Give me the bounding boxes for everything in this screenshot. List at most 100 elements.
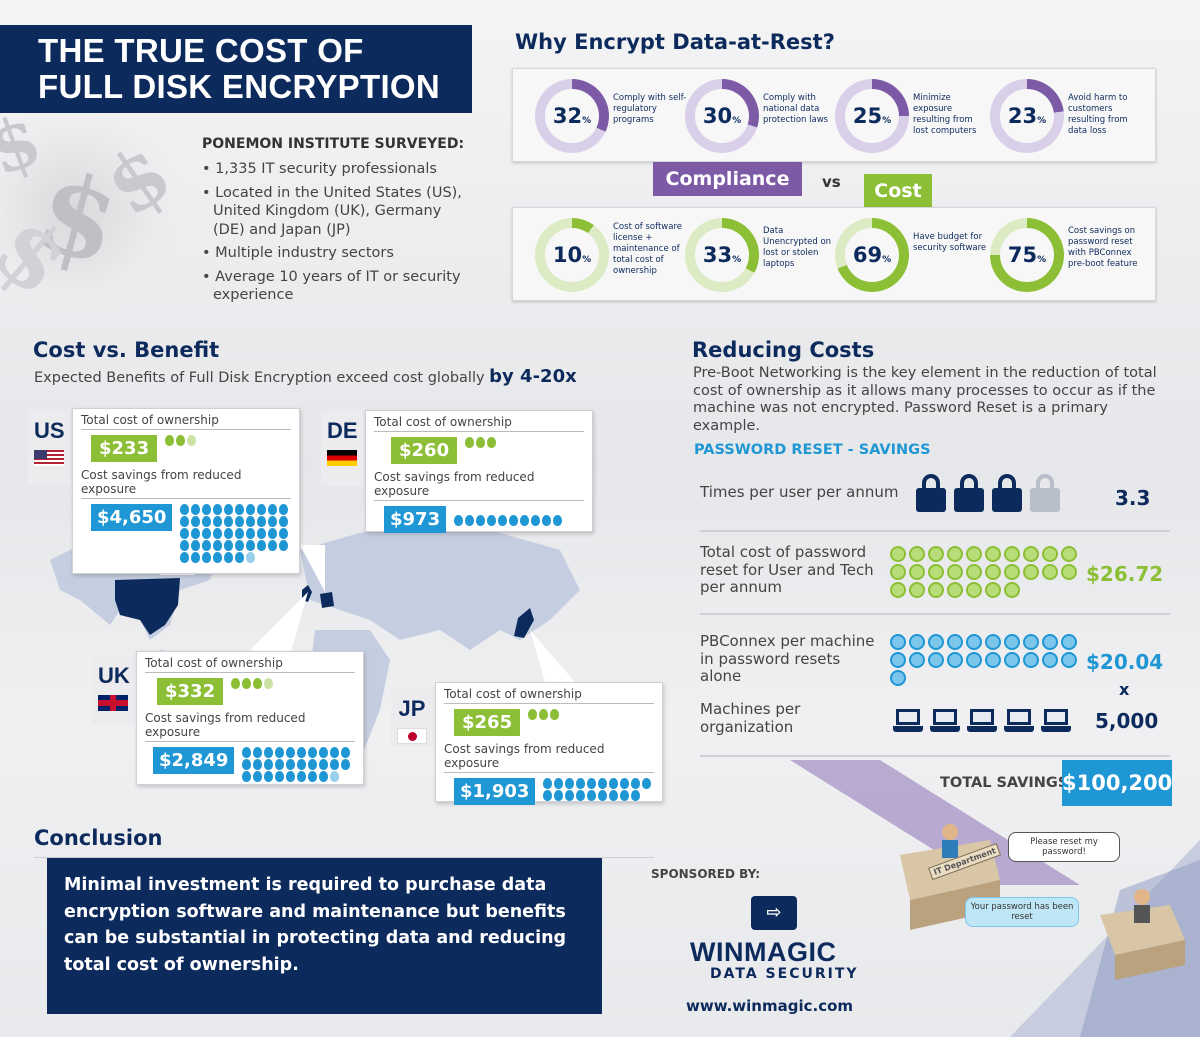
money-bag-icon [202,516,212,527]
coin-icon [947,652,963,668]
money-bag-icon [224,528,234,539]
stat-value: 33 [702,243,733,267]
tco-value: $332 [157,678,224,705]
money-bag-icon [213,552,223,563]
coin-icon [966,564,982,580]
money-bag-icon [235,504,245,515]
subtitle-text: Expected Benefits of Full Disk Encryptio… [34,370,485,386]
money-bag-icon [224,516,234,527]
money-bag-icon [576,790,586,801]
money-bag-icon [264,678,274,689]
money-bag-icon [235,528,245,539]
money-bag-icon [286,771,296,782]
coin-icon [947,582,963,598]
it-speech-bubble: Your password has been reset [965,897,1079,927]
money-bag-icon [620,778,630,789]
money-bag-icon [257,540,267,551]
sponsor-url[interactable]: www.winmagic.com [686,997,854,1015]
sponsor-label: SPONSORED BY: [651,867,761,881]
money-bag-icon [246,528,256,539]
money-bag-icon [487,437,497,448]
money-bag-icon [275,759,285,770]
coin-icon [890,546,906,562]
money-bag-icon [476,515,486,526]
survey-item: Located in the United States (US), Unite… [202,184,462,240]
callout-uk [250,592,308,655]
pbconnex-label: PBConnex per machine in password resets … [700,632,875,685]
lock-icon [954,474,984,512]
cost-vs-benefit-subtitle: Expected Benefits of Full Disk Encryptio… [34,366,577,387]
lock-icon [992,474,1022,512]
stat-label: Cost savings on password reset with PBCo… [1068,226,1138,269]
money-bag-icon [341,747,351,758]
money-bag-icon [576,778,586,789]
coin-icon [1004,634,1020,650]
map-europe-asia [300,530,580,650]
map-germany [320,592,334,608]
tco-label: Total cost of ownership [374,415,584,432]
title-line-2: FULL DISK ENCRYPTION [38,68,441,105]
pct-sign: % [582,116,592,126]
money-bag-icon [253,678,263,689]
user-speech-bubble: Please reset my password! [1008,832,1120,862]
times-label: Times per user per annum [700,483,899,501]
money-bag-icon [308,747,318,758]
coin-icon [890,670,906,686]
total-cost-label: Total cost of password reset for User an… [700,543,874,596]
lock-icon [916,474,946,512]
de-flag-icon [327,450,357,466]
laptop-icon [893,709,923,733]
tco-value: $233 [91,435,158,462]
lock-icons [916,474,1060,512]
stat-label: Have budget for security software [913,232,987,253]
coin-icon [947,546,963,562]
coin-icon [966,582,982,598]
cost-stats-panel: 10% Cost of software license + maintenan… [512,207,1156,301]
callout-jp [530,630,575,682]
machines-label: Machines per organization [700,700,801,736]
coin-icon [1023,564,1039,580]
divider [700,613,1170,615]
money-bag-icon [341,759,351,770]
stat-label: Avoid harm to customers resulting from d… [1068,93,1128,136]
savings-label: Cost savings from reduced exposure [374,470,584,501]
money-bag-icon [330,771,340,782]
coin-icons [890,634,1080,686]
stat-ring: 69% [835,218,909,292]
money-bag-icon [279,540,289,551]
money-bag-icon [543,778,553,789]
uk-flag-icon [98,695,128,711]
money-bag-icon [498,515,508,526]
money-bag-icon [264,759,274,770]
card-us: Total cost of ownership $233 Cost saving… [72,408,300,574]
conclusion-heading: Conclusion [34,826,163,850]
coin-icon [890,634,906,650]
money-bag-icon [191,552,201,563]
coin-icon [909,634,925,650]
money-bag-icon [631,790,641,801]
money-bag-icon [297,759,307,770]
coin-icon [985,564,1001,580]
pbconnex-value: $20.04 [1086,650,1164,674]
coin-icon [1061,634,1077,650]
money-bag-icon [520,515,530,526]
money-bag-icon [465,515,475,526]
money-bag-icon [202,552,212,563]
coin-icon [1042,634,1058,650]
callout-de [300,545,325,592]
money-bag-icon [191,516,201,527]
money-bag-icon [264,747,274,758]
stat-ring: 32% [535,79,609,153]
money-bag-icon [308,771,318,782]
coin-icon [928,652,944,668]
money-bag-icon [319,747,329,758]
money-bag-icon [465,437,475,448]
money-bag-icon [286,759,296,770]
coin-icon [1004,546,1020,562]
coin-icon [966,546,982,562]
stat-value: 69 [852,243,883,267]
survey-heading: PONEMON INSTITUTE SURVEYED: [202,136,465,152]
multiply-sign: x [1119,680,1130,699]
stat-value: 75 [1007,243,1038,267]
money-bag-icon [268,540,278,551]
